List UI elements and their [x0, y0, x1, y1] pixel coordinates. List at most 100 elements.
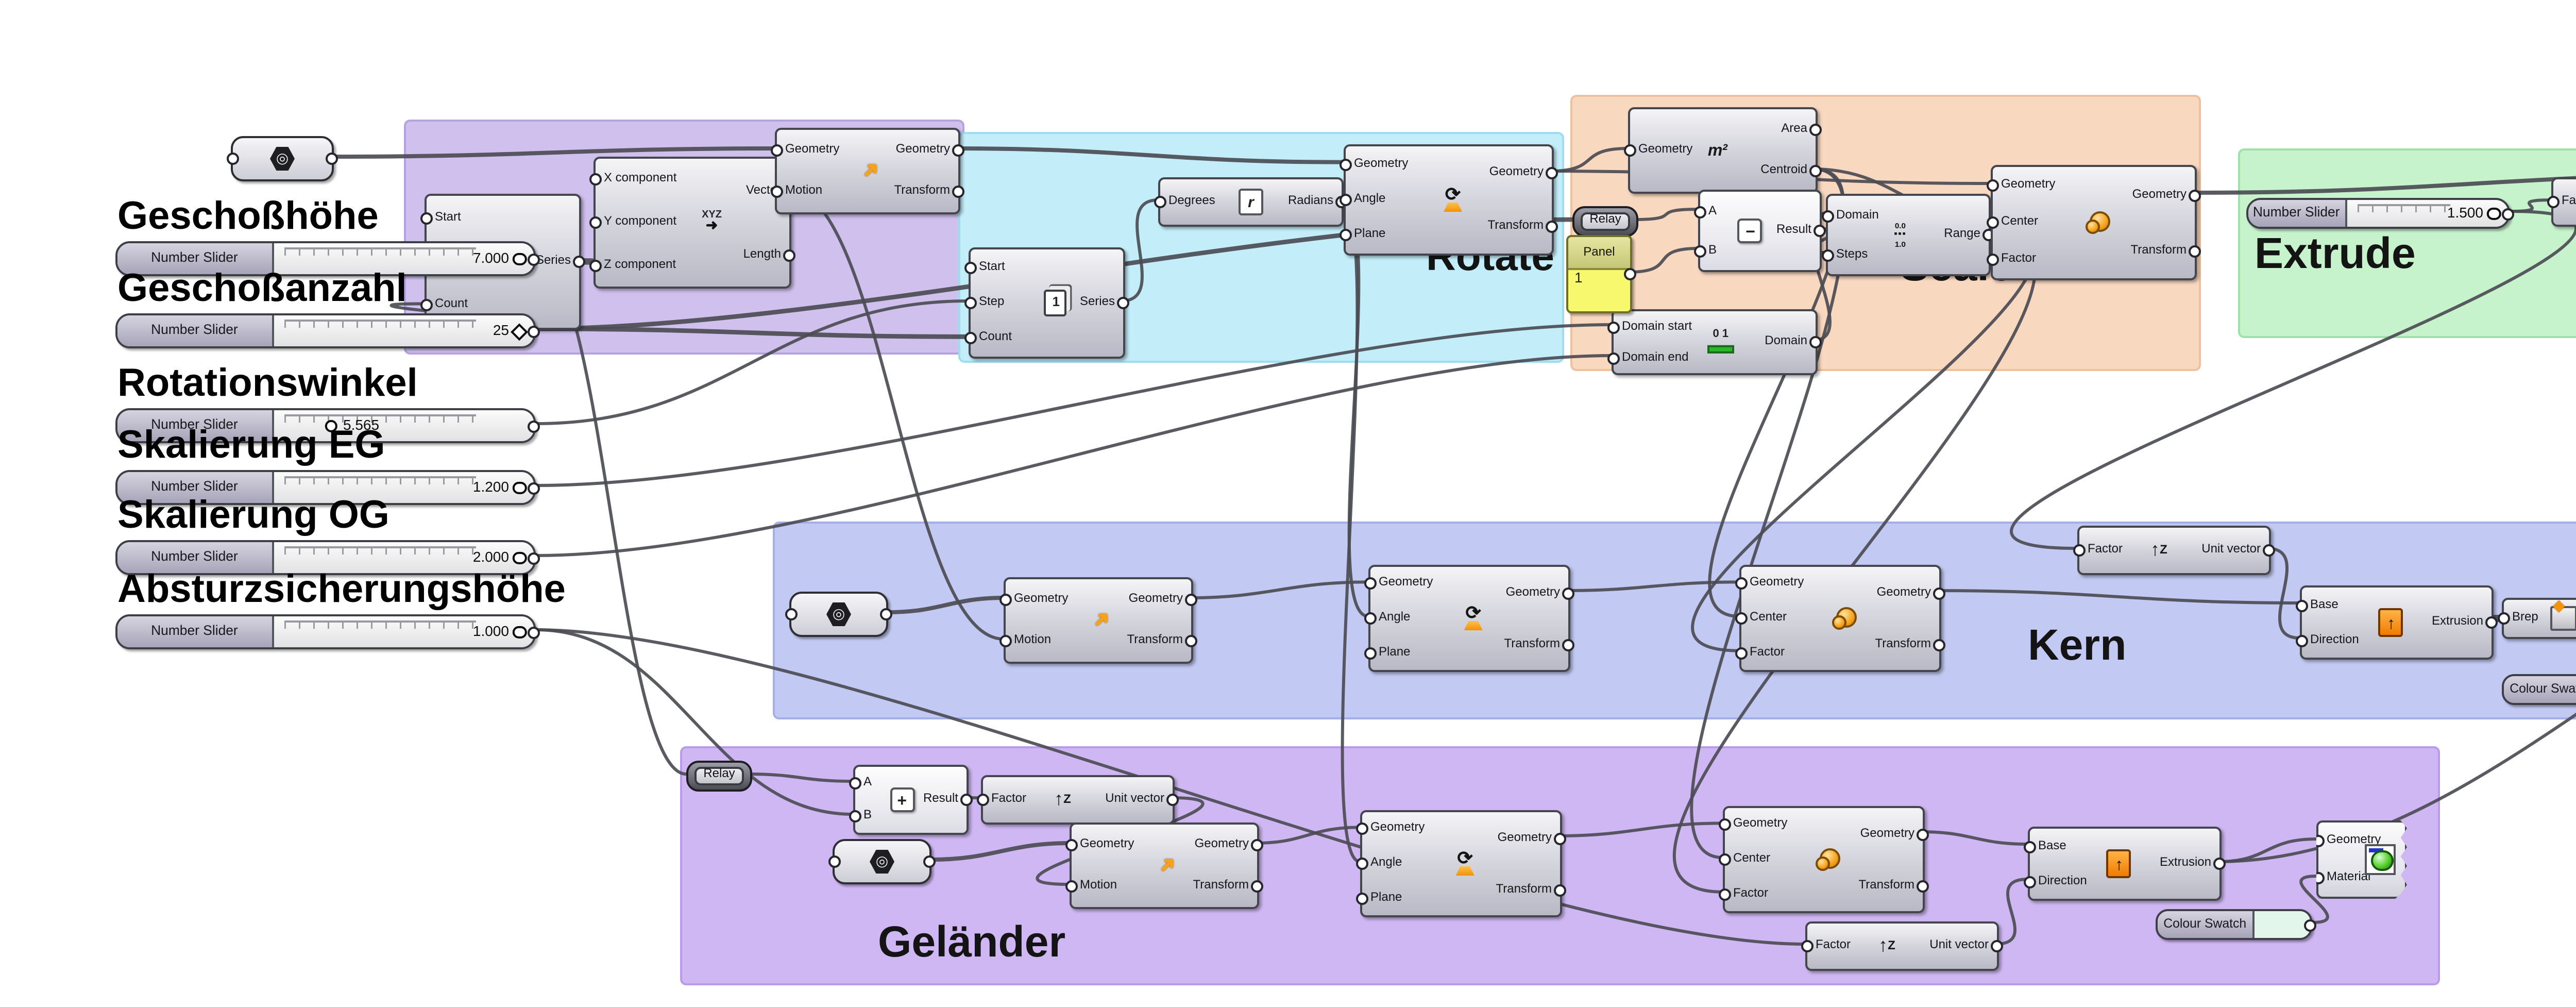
ext_g-input-direction[interactable] — [2024, 875, 2036, 887]
rotate_k-input-angle[interactable] — [1364, 612, 1377, 625]
unitz_g2-output-unit-vector[interactable] — [1991, 940, 2003, 952]
series_r-input-start[interactable] — [964, 261, 977, 274]
move_g-input-geometry[interactable] — [1065, 839, 1078, 851]
brep_k-input-brep[interactable] — [2498, 612, 2510, 625]
xyz_m-input-y-component[interactable] — [589, 216, 602, 229]
range-input-steps[interactable] — [1822, 248, 1834, 261]
s_seg-output[interactable] — [528, 481, 540, 494]
scale_s-output-transform[interactable] — [2189, 244, 2201, 257]
panel-output[interactable] — [1624, 268, 1636, 280]
swatch_g-output[interactable] — [2304, 918, 2316, 931]
rotate_r-input-geometry[interactable] — [1340, 158, 1352, 171]
wire-unitz_k.out0-to-ext_k.in1[interactable] — [2265, 547, 2301, 640]
series_m-input-count[interactable] — [420, 299, 433, 312]
cap_gel-input[interactable] — [828, 855, 841, 868]
s_seg-track[interactable]: 1.200 — [273, 472, 534, 503]
move_g-output-geometry[interactable] — [1251, 839, 1263, 851]
move_g-input-motion[interactable] — [1065, 880, 1078, 893]
rotate_r-output-geometry[interactable] — [1546, 167, 1558, 179]
move_k-output-transform[interactable] — [1185, 635, 1197, 647]
wire-unitz_g2.out0-to-ext_g.in1[interactable] — [1993, 878, 2029, 946]
wire-slider_e.out-to-unitz_k.in0[interactable] — [2010, 210, 2576, 550]
series_r-input-count[interactable] — [964, 332, 977, 345]
sub-input-a[interactable] — [1694, 205, 1706, 217]
s_gh-track[interactable]: 7.000 — [273, 243, 534, 274]
unitz_g1-output-unit-vector[interactable] — [1166, 794, 1179, 806]
s_sog-knob[interactable] — [512, 550, 527, 565]
move_m-output-geometry[interactable] — [952, 144, 964, 157]
wire-swatch_g.out-to-prev_g.in1[interactable] — [2299, 875, 2329, 924]
range-input-domain[interactable] — [1822, 209, 1834, 222]
rotate_g-output-transform[interactable] — [1554, 883, 1566, 896]
sub-output-result[interactable] — [1814, 225, 1826, 237]
scale_k-input-center[interactable] — [1735, 612, 1748, 625]
ext_g-input-base[interactable] — [2024, 840, 2036, 852]
scale_k-input-geometry[interactable] — [1735, 578, 1748, 591]
area-output-area[interactable] — [1809, 124, 1822, 136]
cap_tl[interactable]: ◎ — [227, 136, 338, 181]
move_m-input-geometry[interactable] — [771, 144, 783, 157]
s_gh-knob[interactable] — [512, 251, 527, 266]
scale_k-input-factor[interactable] — [1735, 646, 1748, 659]
s_gh-output[interactable] — [528, 253, 540, 265]
ext_k-output-extrusion[interactable] — [2485, 616, 2498, 629]
wire-panel.out-to-sub.in1[interactable] — [1626, 247, 1700, 274]
swatch_k[interactable]: Colour Swatch — [2502, 674, 2576, 705]
scale_s-output-geometry[interactable] — [2189, 189, 2201, 201]
add_g-input-a[interactable] — [849, 777, 861, 790]
scale_g-input-geometry[interactable] — [1719, 819, 1731, 832]
cap_tl-output[interactable] — [326, 153, 338, 165]
condom-output-domain[interactable] — [1809, 336, 1822, 348]
wire-s_ga.out-to-series_r.in2[interactable] — [533, 326, 971, 339]
scale_k-output-geometry[interactable] — [1933, 586, 1945, 599]
move_g-output-transform[interactable] — [1251, 880, 1263, 893]
area-input-geometry[interactable] — [1624, 144, 1636, 157]
degrad-input-degrees[interactable] — [1154, 196, 1166, 208]
wire-move_g.out0-to-rotate_g.in0[interactable] — [1253, 826, 1362, 845]
move_k-output-geometry[interactable] — [1185, 594, 1197, 606]
move_k-input-geometry[interactable] — [999, 594, 1012, 606]
scale_s-input-center[interactable] — [1987, 216, 1999, 229]
s_ga-output[interactable] — [528, 325, 540, 337]
rotate_k-input-geometry[interactable] — [1364, 578, 1377, 591]
s_ab-output[interactable] — [528, 626, 540, 638]
rotate_g-input-plane[interactable] — [1356, 892, 1368, 904]
s_ga-knob[interactable] — [511, 322, 528, 340]
brep_k[interactable]: BrepBrep◆ — [2498, 598, 2576, 639]
cap_kern-output[interactable] — [880, 608, 892, 620]
rotate_r-input-angle[interactable] — [1340, 194, 1352, 206]
slider_e-output[interactable] — [2502, 207, 2514, 220]
cap_gel-output[interactable] — [923, 855, 936, 868]
prev_g-input-material[interactable] — [2316, 872, 2325, 884]
wire-scale_g.out0-to-ext_g.in0[interactable] — [1919, 830, 2029, 846]
cap_tl-input[interactable] — [227, 153, 239, 165]
unitz_e-input-factor[interactable] — [2547, 196, 2560, 208]
cap_kern-input[interactable] — [785, 608, 798, 620]
slider_e-knob[interactable] — [2486, 206, 2501, 221]
s_ab-track[interactable]: 1.000 — [273, 616, 534, 647]
wire-series_r.out0-to-degrad.in0[interactable] — [1120, 198, 1160, 303]
unitz_k-output-unit-vector[interactable] — [2263, 544, 2275, 557]
relay_scale[interactable]: Relay — [1572, 206, 1638, 237]
move_m-output-transform[interactable] — [952, 186, 964, 198]
scale_g-output-geometry[interactable] — [1917, 828, 1929, 840]
wire-xyz_m.out0-to-move_k.in1[interactable] — [786, 187, 1005, 641]
